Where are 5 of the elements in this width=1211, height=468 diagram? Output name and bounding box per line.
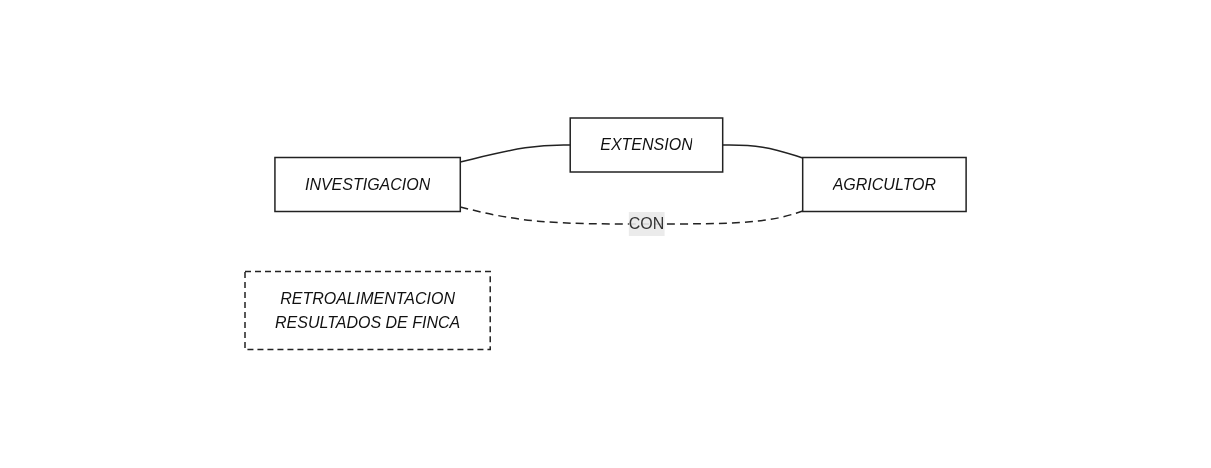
- node-box: EXTENSION: [569, 117, 724, 173]
- edge-label: CON: [628, 215, 665, 233]
- node-box: INVESTIGACION: [274, 157, 461, 213]
- node-box: RETROALIMENTACION RESULTADOS DE FINCA: [244, 271, 491, 351]
- node-box: AGRICULTOR: [801, 157, 967, 213]
